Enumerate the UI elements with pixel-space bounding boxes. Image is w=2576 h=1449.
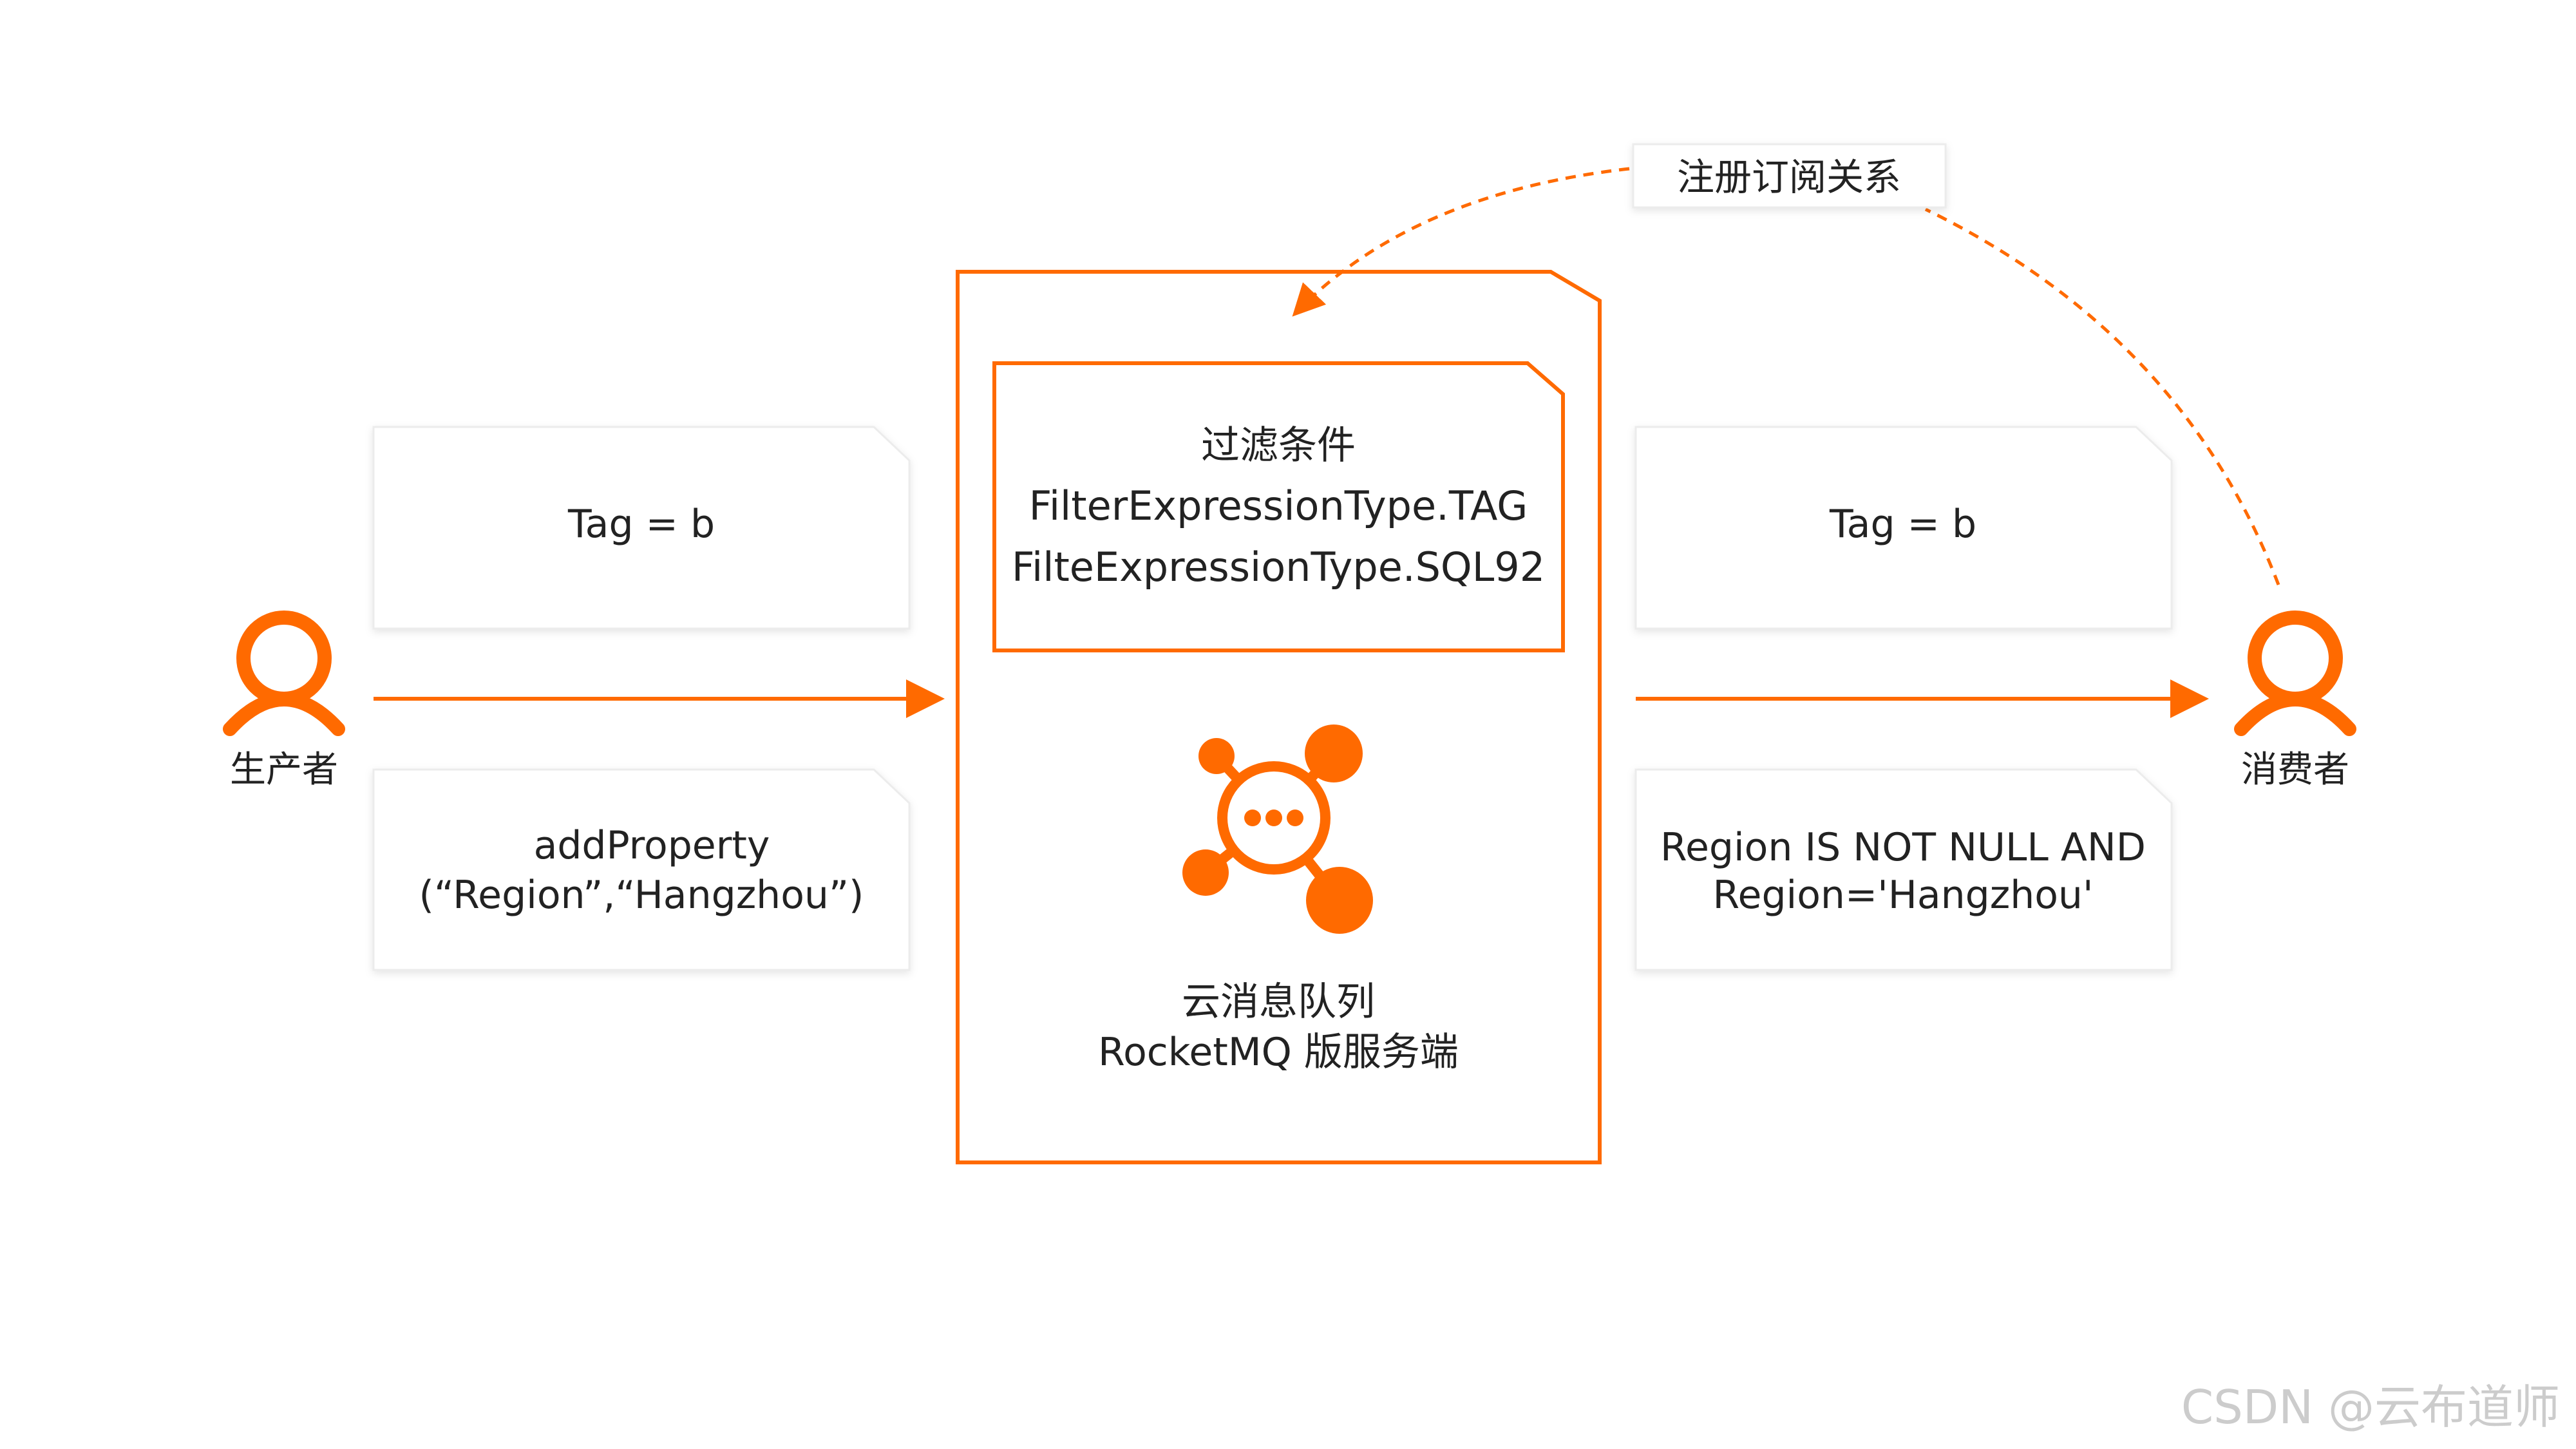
message-queue-icon [1182, 724, 1373, 934]
consumer-user-icon [2234, 611, 2356, 736]
producer-user-icon [223, 611, 345, 736]
server-name-line1: 云消息队列 [1182, 980, 1375, 1025]
filter-type-sql: FilteExpressionType.SQL92 [1012, 544, 1545, 591]
filter-title: 过滤条件 [1201, 423, 1356, 468]
subscription-label: 注册订阅关系 [1677, 155, 1901, 199]
consumer-tag-card: Tag = b [1634, 426, 2173, 630]
subscription-arc-right [1924, 207, 2280, 585]
consumer-condition-card: Region IS NOT NULL AND Region='Hangzhou' [1634, 768, 2173, 971]
consumer-tag-text: Tag = b [1829, 502, 1976, 547]
producer-property-card: addProperty (“Region”,“Hangzhou”) [372, 768, 911, 971]
producer-property-line2: (“Region”,“Hangzhou”) [419, 873, 864, 918]
watermark: CSDN @云布道师 [2181, 1380, 2560, 1434]
producer-tag-text: Tag = b [567, 502, 715, 547]
filter-condition-box: 过滤条件 FilterExpressionType.TAG FilteExpre… [992, 361, 1565, 652]
subscription-label-box: 注册订阅关系 [1632, 143, 1947, 209]
consumer-condition-line1: Region IS NOT NULL AND [1660, 825, 2146, 870]
producer-label: 生产者 [230, 749, 338, 791]
subscription-arc-left [1292, 167, 1630, 317]
consumer-label: 消费者 [2241, 749, 2349, 791]
consumer-condition-line2: Region='Hangzhou' [1713, 873, 2094, 918]
producer-tag-card: Tag = b [372, 426, 911, 630]
producer-property-line1: addProperty [534, 823, 770, 868]
filter-type-tag: FilterExpressionType.TAG [1029, 482, 1528, 529]
server-name-line2: RocketMQ 版服务端 [1098, 1030, 1459, 1075]
